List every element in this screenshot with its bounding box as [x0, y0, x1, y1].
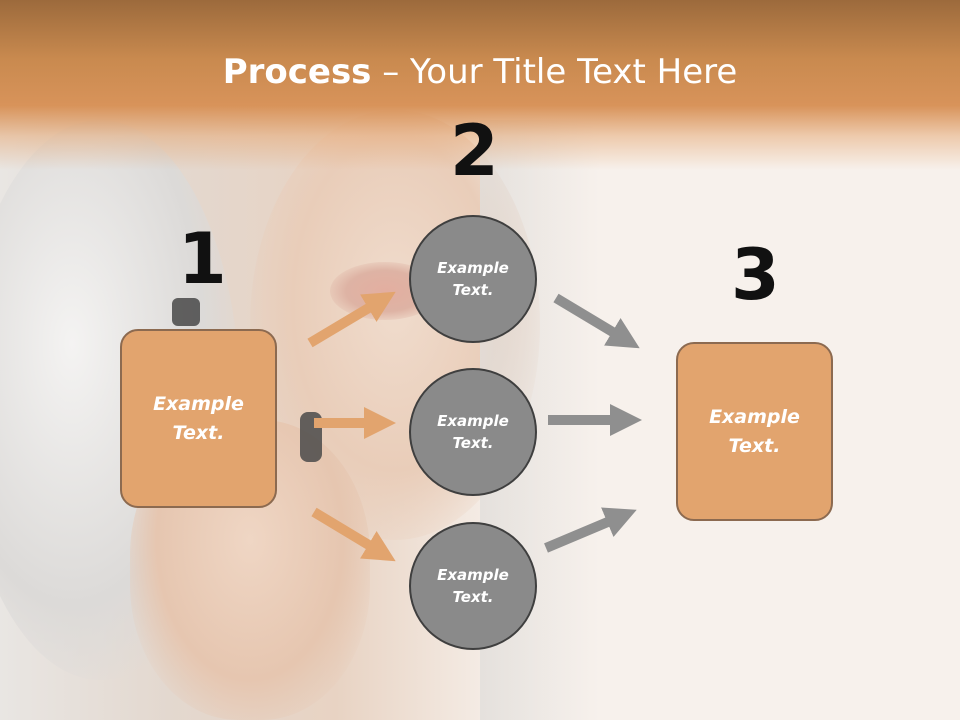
- step-2-circle-top: Example Text.: [409, 215, 537, 343]
- step-2-bottom-text: Example Text.: [437, 565, 509, 607]
- arrow-left-to-bottom: [311, 507, 396, 562]
- step-1-box: Example Text.: [120, 329, 277, 508]
- step-number-3: 3: [731, 234, 780, 316]
- step-2-top-text: Example Text.: [437, 258, 509, 300]
- arrow-left-to-top: [307, 291, 396, 348]
- step-3-box: Example Text.: [676, 342, 833, 521]
- title-rest: – Your Title Text Here: [371, 52, 738, 92]
- step-2-middle-text: Example Text.: [437, 411, 509, 453]
- headset-earpiece: [172, 298, 200, 326]
- title-band: [0, 0, 960, 170]
- slide-title: Process – Your Title Text Here: [0, 52, 960, 92]
- step-3-text: Example Text.: [709, 406, 800, 457]
- step-number-2: 2: [450, 110, 499, 192]
- title-bold: Process: [222, 52, 372, 92]
- arrow-bottom-to-right: [544, 507, 637, 553]
- step-2-circle-middle: Example Text.: [409, 368, 537, 496]
- arrow-top-to-right: [553, 293, 640, 349]
- step-2-circle-bottom: Example Text.: [409, 522, 537, 650]
- step-1-text: Example Text.: [153, 393, 244, 444]
- step-number-1: 1: [178, 218, 227, 300]
